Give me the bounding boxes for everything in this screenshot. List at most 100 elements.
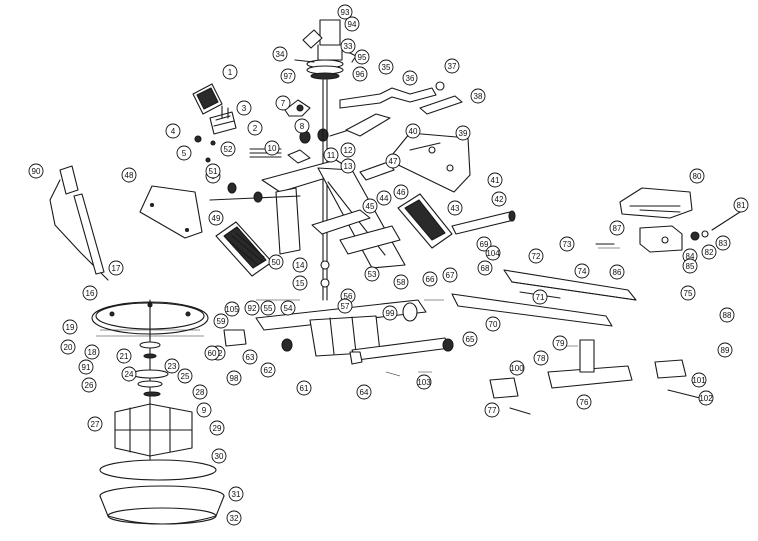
callout-circle — [344, 16, 360, 32]
part-callout-5: 5 — [176, 145, 192, 161]
part-callout-60: 60 — [204, 345, 220, 361]
callout-circle — [462, 331, 478, 347]
part-callout-34: 34 — [272, 46, 288, 62]
callout-number: 42 — [495, 195, 504, 204]
callout-number: 104 — [486, 249, 500, 258]
part-callout-29: 29 — [209, 420, 225, 436]
callout-circle — [337, 4, 353, 20]
callout-circle — [491, 191, 507, 207]
callout-circle — [717, 342, 733, 358]
callout-circle — [476, 236, 492, 252]
callout-number: 105 — [225, 305, 239, 314]
part-callout-96: 96 — [352, 66, 368, 82]
part-callout-19: 19 — [62, 319, 78, 335]
callout-circle — [213, 313, 229, 329]
callout-circle — [405, 123, 421, 139]
part-callout-55: 55 — [260, 300, 276, 316]
callout-circle — [402, 70, 418, 86]
part-callout-12: 12 — [340, 142, 356, 158]
callout-number: 87 — [613, 224, 622, 233]
callout-circle — [444, 58, 460, 74]
callout-number: 9 — [202, 406, 207, 415]
callout-number: 45 — [366, 202, 375, 211]
callouts: 1234567891011121314151617181920212223242… — [28, 4, 749, 526]
callout-number: 36 — [406, 74, 415, 83]
part-callout-89: 89 — [717, 342, 733, 358]
callout-number: 33 — [344, 42, 353, 51]
callout-number: 85 — [686, 262, 695, 271]
callout-circle — [354, 49, 370, 65]
part-callout-4: 4 — [165, 123, 181, 139]
callout-number: 39 — [459, 129, 468, 138]
part-callout-82: 82 — [701, 244, 717, 260]
callout-circle — [260, 300, 276, 316]
callout-number: 102 — [699, 394, 713, 403]
part-callout-26: 26 — [81, 377, 97, 393]
seat-block — [619, 187, 693, 219]
part-callout-14: 14 — [292, 257, 308, 273]
part-callout-74: 74 — [574, 263, 590, 279]
callout-circle — [385, 153, 401, 169]
callout-number: 62 — [264, 366, 273, 375]
callout-number: 3 — [242, 104, 247, 113]
callout-number: 83 — [719, 239, 728, 248]
part-callout-16: 16 — [82, 285, 98, 301]
callout-circle — [362, 198, 378, 214]
callout-circle — [509, 360, 525, 376]
part-callout-99: 99 — [382, 305, 398, 321]
part-callout-97: 97 — [280, 68, 296, 84]
fan-base-housing — [99, 485, 225, 525]
part-callout-50: 50 — [268, 254, 284, 270]
callout-circle — [280, 300, 296, 316]
callout-circle — [268, 254, 284, 270]
callout-circle — [382, 305, 398, 321]
part-callout-21: 21 — [116, 348, 132, 364]
part-callout-67: 67 — [442, 267, 458, 283]
left-pedal — [215, 221, 273, 277]
callout-circle — [226, 370, 242, 386]
callout-number: 84 — [686, 252, 695, 261]
callout-number: 57 — [341, 302, 350, 311]
callout-circle — [242, 349, 258, 365]
callout-circle — [470, 88, 486, 104]
callout-number: 5 — [182, 149, 187, 158]
callout-circle — [485, 245, 501, 261]
part-callout-28: 28 — [192, 384, 208, 400]
callout-circle — [220, 141, 236, 157]
callout-number: 96 — [356, 70, 365, 79]
part-callout-3: 3 — [236, 100, 252, 116]
callout-number: 63 — [246, 353, 255, 362]
part-callout-15: 15 — [292, 275, 308, 291]
part-callout-2: 2 — [247, 120, 263, 136]
callout-circle — [442, 267, 458, 283]
callout-circle — [680, 285, 696, 301]
part-callout-43: 43 — [447, 200, 463, 216]
part-callout-93: 93 — [337, 4, 353, 20]
callout-circle — [609, 220, 625, 236]
part-callout-70: 70 — [485, 316, 501, 332]
callout-number: 94 — [348, 20, 357, 29]
callout-number: 93 — [341, 8, 350, 17]
part-callout-71: 71 — [532, 289, 548, 305]
callout-number: 46 — [397, 188, 406, 197]
part-callout-24: 24 — [121, 366, 137, 382]
part-callout-83: 83 — [715, 235, 731, 251]
callout-circle — [60, 339, 76, 355]
callout-circle — [164, 358, 180, 374]
callout-number: 81 — [737, 201, 746, 210]
callout-number: 29 — [213, 424, 222, 433]
part-callout-47: 47 — [385, 153, 401, 169]
callout-circle — [576, 394, 592, 410]
callout-number: 16 — [86, 289, 95, 298]
callout-number: 97 — [284, 72, 293, 81]
callout-circle — [244, 300, 260, 316]
part-callout-32: 32 — [226, 510, 242, 526]
callout-number: 27 — [91, 420, 100, 429]
callout-number: 69 — [480, 240, 489, 249]
hose-arm — [49, 165, 109, 281]
part-callout-18: 18 — [84, 344, 100, 360]
callout-circle — [352, 66, 368, 82]
callout-circle — [81, 377, 97, 393]
callout-number: 68 — [481, 264, 490, 273]
part-callout-76: 76 — [576, 394, 592, 410]
